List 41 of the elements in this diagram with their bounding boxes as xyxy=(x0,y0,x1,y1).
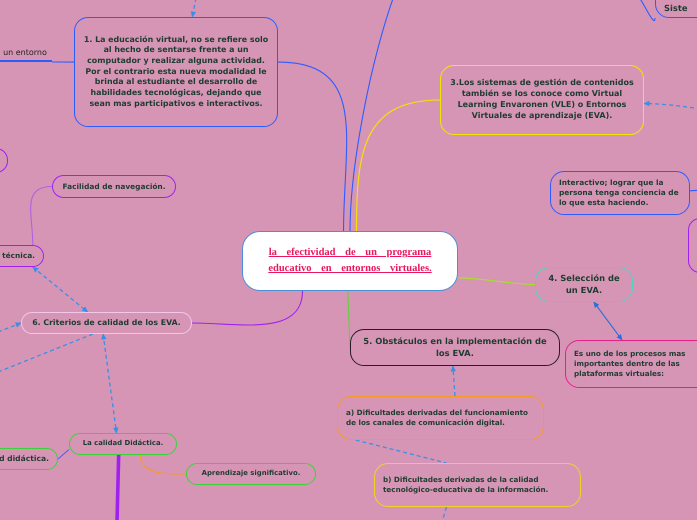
topic-box xyxy=(52,175,176,198)
topic-text: 3.Los sistemas de gestión de contenidos también se los conoce como Virtual Learning Envaronen (VLE) o Entornos Virtuales de aprendizaje (EVA). xyxy=(449,78,635,122)
topic-box xyxy=(74,17,278,127)
connector-line xyxy=(278,62,348,232)
arrow xyxy=(0,322,22,333)
connector-line xyxy=(52,61,74,63)
topic-box xyxy=(0,448,58,470)
connector-line xyxy=(192,290,304,326)
connector-line xyxy=(355,439,447,464)
topic-text: Siste xyxy=(664,2,688,14)
topic-box xyxy=(21,312,192,334)
connector-line xyxy=(30,186,52,246)
arrow xyxy=(593,302,622,340)
topic-box xyxy=(535,267,633,302)
topic-box xyxy=(374,463,581,507)
central-topic-text: la efectividad de un programa educativo en entornos virtuales. xyxy=(267,246,433,276)
central-topic-box xyxy=(242,231,458,291)
topic-text: 4. Selección de un EVA. xyxy=(547,273,621,296)
arrow xyxy=(101,334,118,434)
connector-line xyxy=(690,189,697,192)
topic-text: un entorno xyxy=(0,46,52,62)
arrow xyxy=(32,266,88,312)
connector-line xyxy=(58,449,70,460)
connector-line xyxy=(458,277,536,286)
topic-box xyxy=(550,171,690,215)
topic-box xyxy=(350,329,560,366)
connector-line xyxy=(0,333,94,373)
topic-box xyxy=(186,463,316,485)
connector-line xyxy=(441,506,448,520)
topic-text: 5. Obstáculos en la implementación de los EVA. xyxy=(362,336,548,359)
arrow xyxy=(190,0,197,18)
topic-box xyxy=(69,433,177,455)
connector-line xyxy=(140,454,186,475)
connector-line xyxy=(115,454,120,520)
topic-box xyxy=(440,65,644,135)
connector-line xyxy=(356,99,440,231)
topic-box xyxy=(337,396,544,440)
connector-line xyxy=(347,290,351,348)
arrow xyxy=(450,366,456,396)
topic-box xyxy=(565,340,697,388)
topic-box xyxy=(0,245,44,267)
